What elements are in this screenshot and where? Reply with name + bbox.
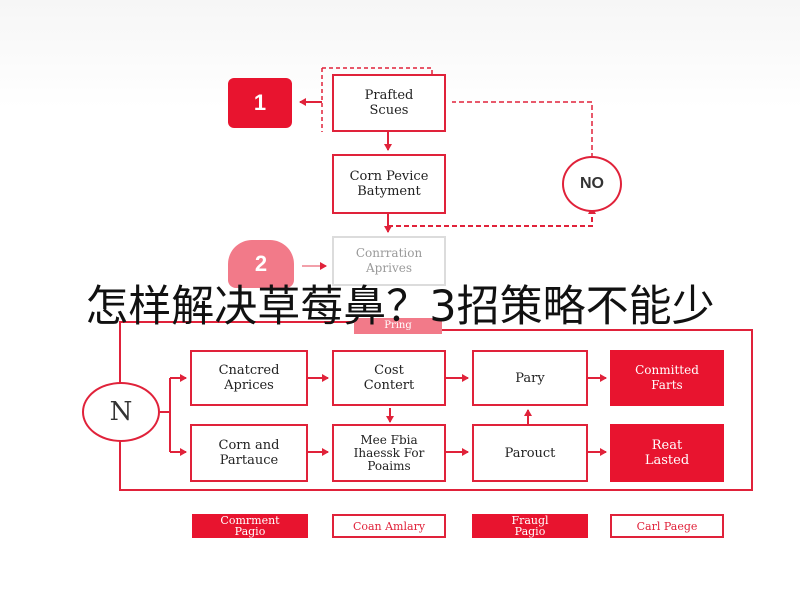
step-2-number: 2 — [254, 251, 268, 276]
grid-r1-c2: Cost Contert — [332, 350, 446, 406]
flow-box-top: Prafted Scues — [332, 74, 446, 132]
flow-box-third: Conrration Aprives — [332, 236, 446, 286]
step-2-badge: 2 — [228, 240, 294, 288]
footer-label-1: Comrment Pagio — [192, 514, 308, 538]
grid-r2-c3: Parouct — [472, 424, 588, 482]
dashed-frame — [321, 67, 433, 132]
decision-n-label: N — [109, 397, 133, 427]
footer-label-2: Coan Amlary — [332, 514, 446, 538]
under-headline-label: Pring — [354, 318, 442, 334]
decision-no-label: NO — [580, 175, 604, 192]
grid-r2-c4: Reat Lasted — [610, 424, 724, 482]
loop-to-no — [388, 207, 596, 227]
step-1-badge: 1 — [228, 78, 292, 128]
grid-r2-c2: Mee Fbia Ihaessk For Poaims — [332, 424, 446, 482]
grid-r2-c1: Corn and Partauce — [190, 424, 308, 482]
decision-no-circle: NO — [562, 156, 622, 212]
flow-box-middle: Corn Pevice Batyment — [332, 154, 446, 214]
no-to-top — [452, 101, 593, 158]
grid-r1-c1: Cnatcred Aprices — [190, 350, 308, 406]
grid-r1-c3: Pary — [472, 350, 588, 406]
footer-label-4: Carl Paege — [610, 514, 724, 538]
n-loop — [119, 321, 753, 491]
grid-r1-c4: Conmitted Farts — [610, 350, 724, 406]
decision-n-circle: N — [82, 382, 160, 442]
step-1-number: 1 — [253, 90, 267, 115]
n-branch — [160, 378, 171, 452]
footer-label-3: Fraugl Pagio — [472, 514, 588, 538]
headline-title: 怎样解决草莓鼻？3招策略不能少 — [85, 282, 715, 332]
